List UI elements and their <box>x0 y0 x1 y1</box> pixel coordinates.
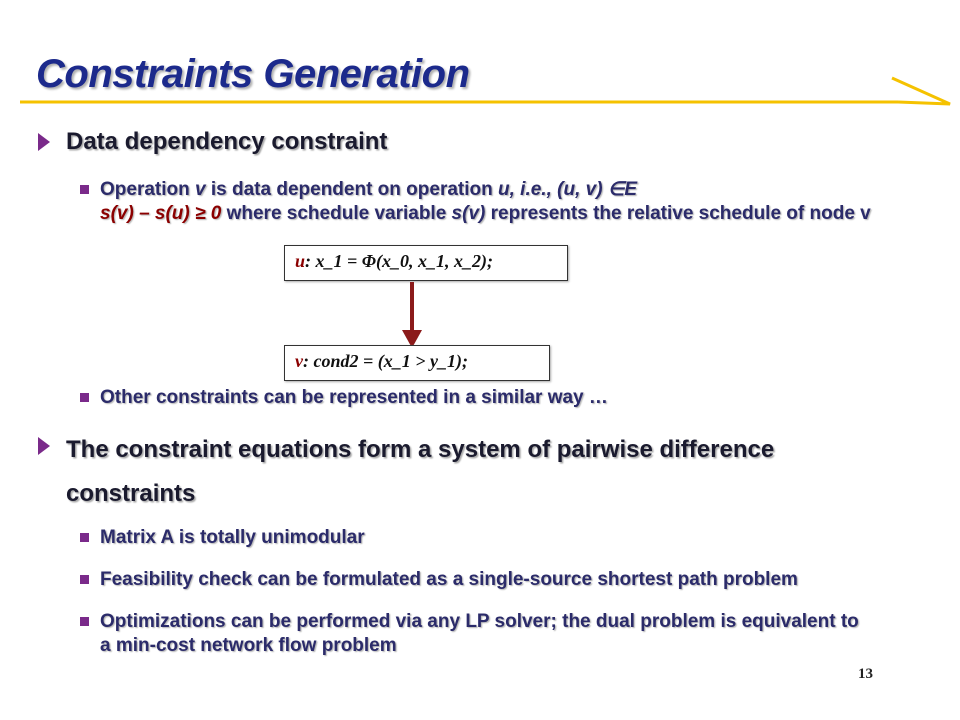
bullet-pairwise-difference: The constraint equations form a system o… <box>38 428 898 516</box>
sub-bullet-unimodular: Matrix A is totally unimodular <box>80 526 930 550</box>
slide-title: Constraints Generation <box>36 52 470 96</box>
square-bullet-icon <box>80 533 89 542</box>
bullet-data-dependency: Data dependency constraint <box>38 124 898 160</box>
code-v-statement: : cond2 = (x_1 > y_1); <box>303 351 468 371</box>
sub-bullet-optimizations: Optimizations can be performed via any L… <box>80 610 860 658</box>
sub-bullet-text: Other constraints can be represented in … <box>100 387 608 408</box>
code-v-variable: v <box>295 351 303 371</box>
page-number: 13 <box>858 666 873 682</box>
title-underline-rule <box>20 76 951 106</box>
dependency-arrow-icon <box>402 282 422 348</box>
sub-bullet-text: Feasibility check can be formulated as a… <box>100 569 798 590</box>
bullet-label: Data dependency constraint <box>66 128 388 155</box>
code-u-statement: : x_1 = Φ(x_0, x_1, x_2); <box>305 251 493 271</box>
square-bullet-icon <box>80 185 89 194</box>
sub-bullet-feasibility: Feasibility check can be formulated as a… <box>80 568 930 592</box>
triangle-bullet-icon <box>38 437 50 455</box>
sub-bullet-operation-dependency: Operation v is data dependent on operati… <box>80 178 930 226</box>
sub-bullet-text: Matrix A is totally unimodular <box>100 527 365 548</box>
square-bullet-icon <box>80 617 89 626</box>
code-box-operation-v: v: cond2 = (x_1 > y_1); <box>284 345 550 381</box>
sub-bullet-other-constraints: Other constraints can be represented in … <box>80 386 930 410</box>
square-bullet-icon <box>80 575 89 584</box>
code-u-variable: u <box>295 251 306 271</box>
code-box-operation-u: u: x_1 = Φ(x_0, x_1, x_2); <box>284 245 568 281</box>
triangle-bullet-icon <box>38 133 50 151</box>
sub-bullet-text: Optimizations can be performed via any L… <box>100 611 859 656</box>
bullet-label: The constraint equations form a system o… <box>66 436 775 507</box>
square-bullet-icon <box>80 393 89 402</box>
sub-bullet-text: Operation v is data dependent on operati… <box>100 179 871 224</box>
